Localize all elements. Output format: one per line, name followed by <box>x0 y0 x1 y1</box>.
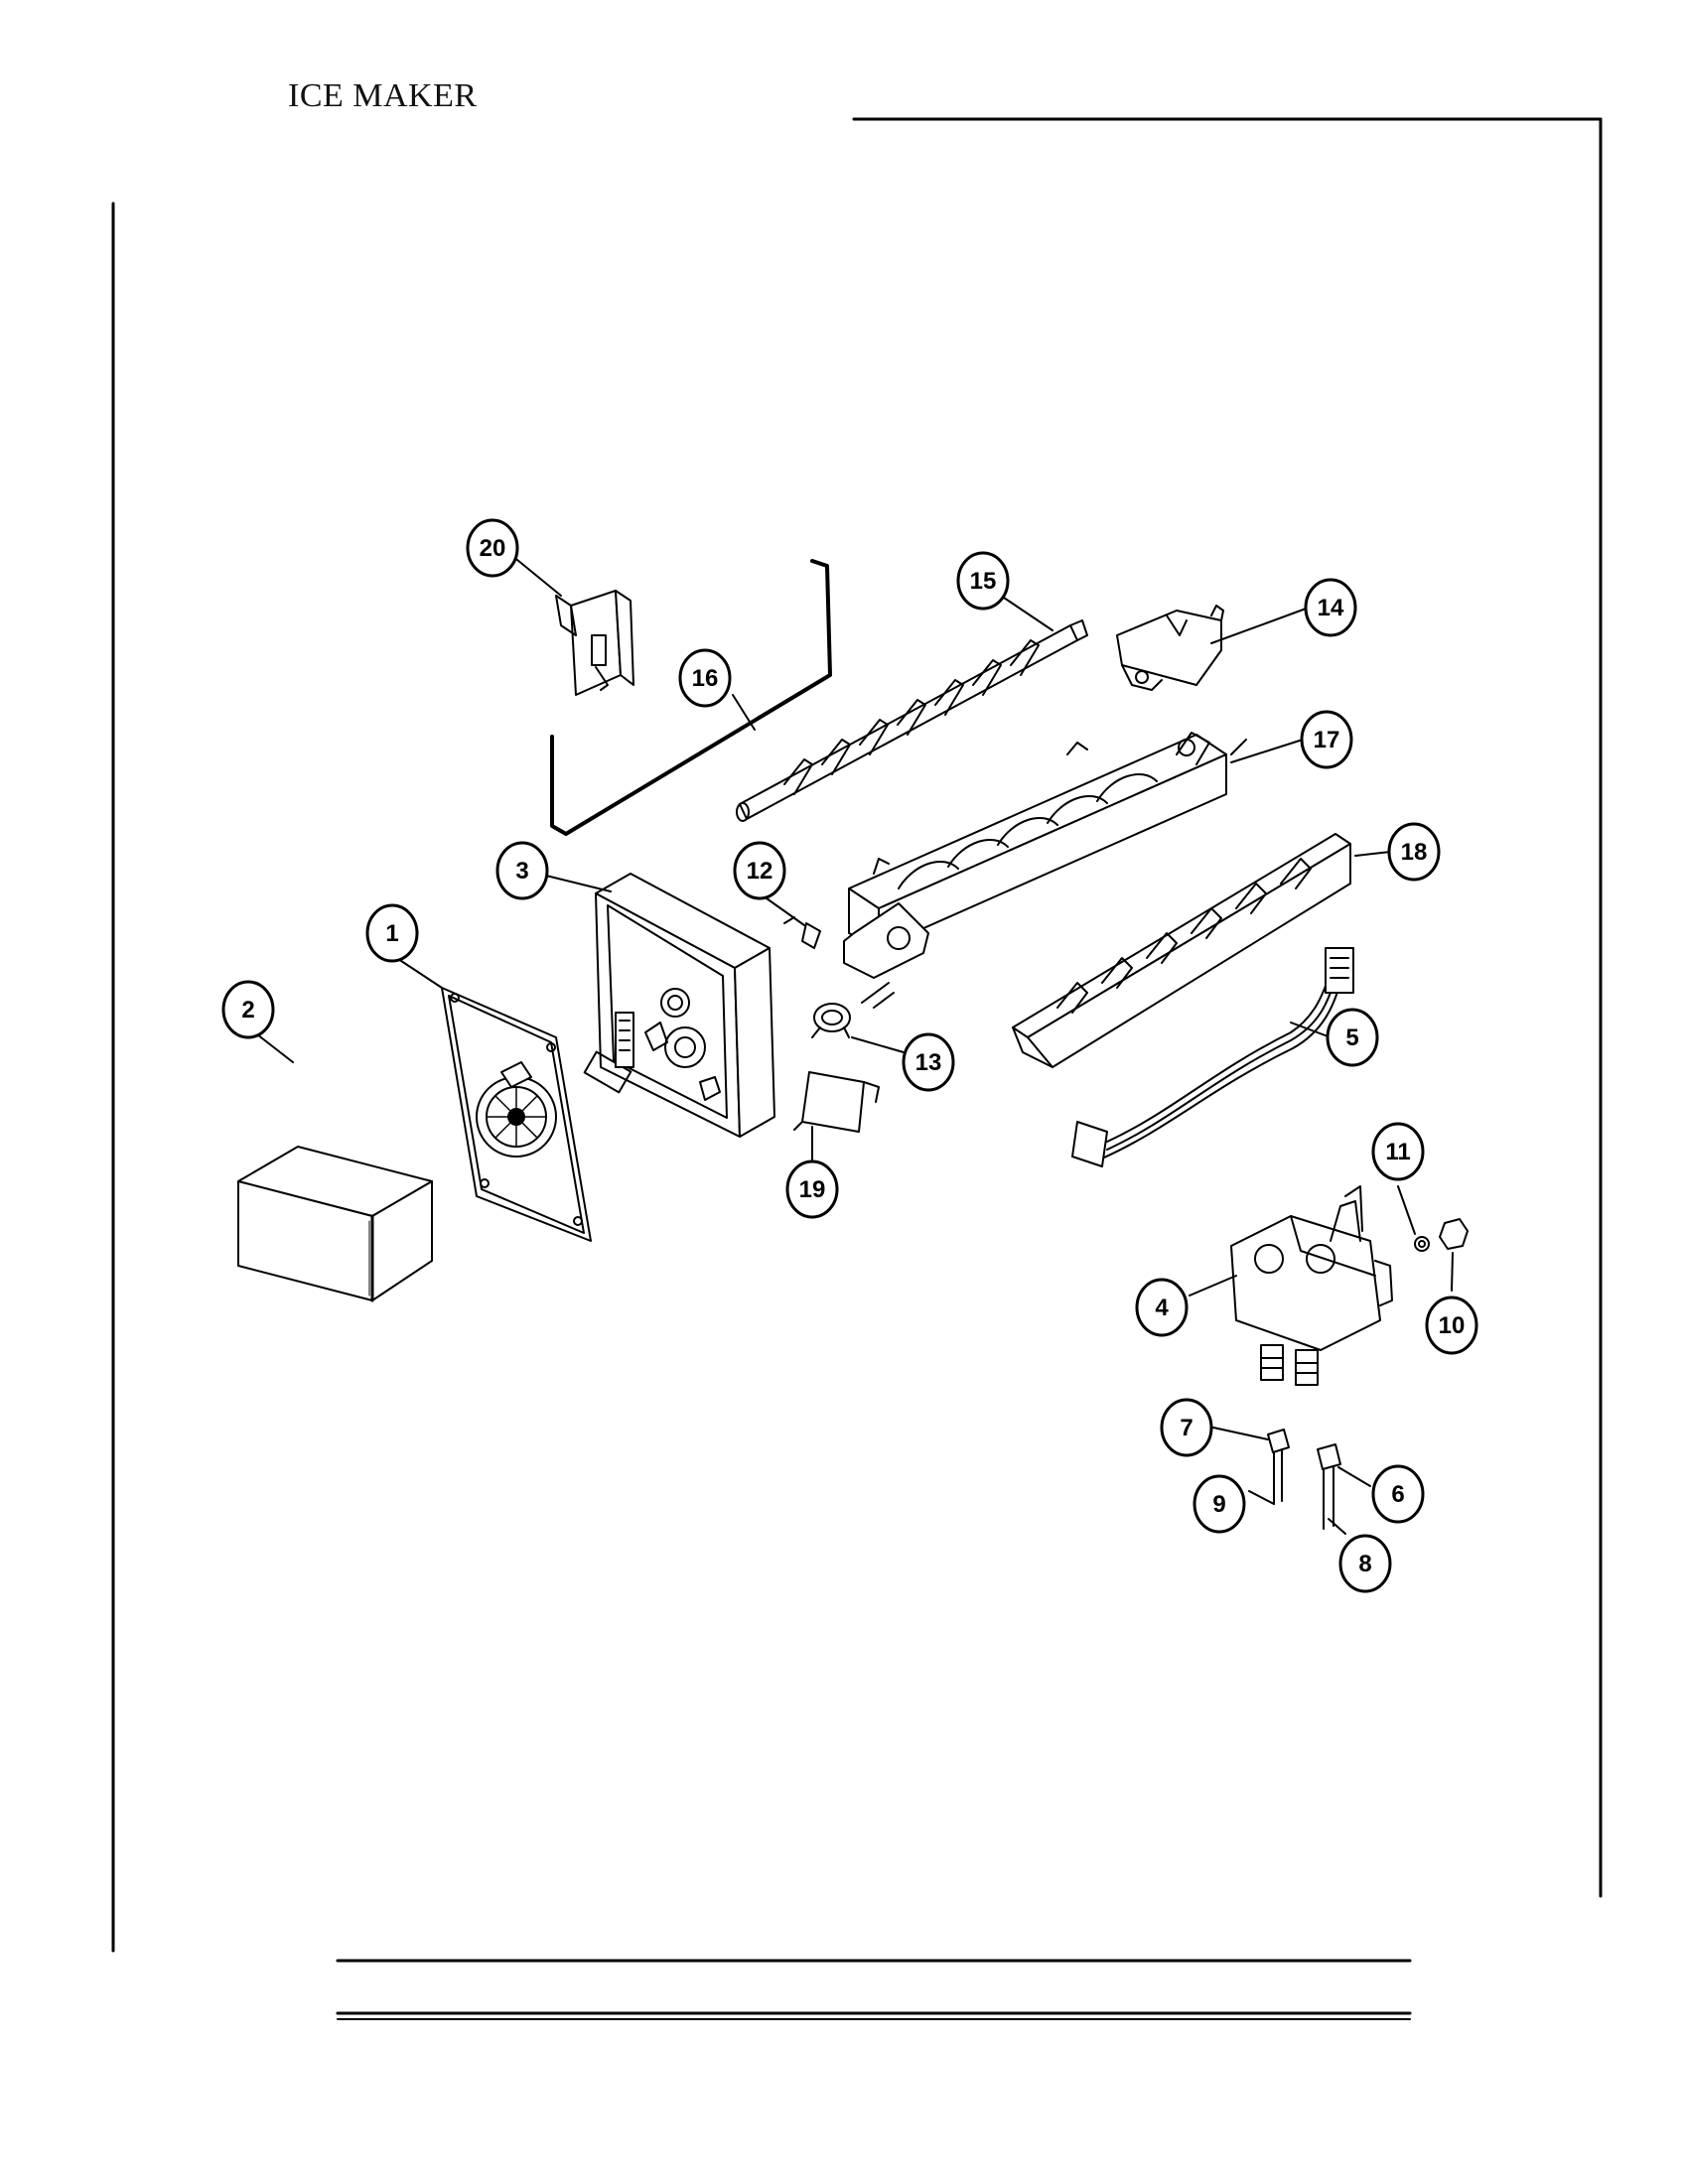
callout-circle <box>495 841 549 900</box>
callout-19: 19 <box>785 1160 839 1219</box>
callout-label: 18 <box>1401 839 1428 866</box>
callout-circle <box>466 518 519 578</box>
page-title: ICE MAKER <box>288 77 478 114</box>
callout-8: 8 <box>1338 1534 1392 1593</box>
callout-20: 20 <box>466 518 519 578</box>
callout-7: 7 <box>1160 1398 1213 1457</box>
callout-label: 11 <box>1385 1139 1410 1165</box>
part-nut-and-washer <box>1414 1218 1469 1252</box>
callout-6: 6 <box>1371 1464 1425 1524</box>
callout-5: 5 <box>1326 1008 1379 1067</box>
callout-14: 14 <box>1304 578 1357 637</box>
callout-13: 13 <box>902 1032 955 1092</box>
part-tube-fittings <box>1267 1429 1341 1530</box>
part-ice-mold <box>843 732 1247 979</box>
callout-circle <box>902 1032 955 1092</box>
callout-2: 2 <box>221 980 275 1039</box>
callout-circle <box>1326 1008 1379 1067</box>
part-small-bracket <box>793 1071 880 1133</box>
callout-circle <box>1338 1534 1392 1593</box>
callout-label: 12 <box>747 858 773 885</box>
callout-label: 19 <box>799 1176 826 1203</box>
callout-circle <box>678 648 732 708</box>
callout-label: 20 <box>480 535 506 562</box>
callout-label: 5 <box>1345 1024 1358 1051</box>
callout-11: 11 <box>1371 1122 1425 1181</box>
part-water-valve <box>1230 1185 1393 1386</box>
callout-label: 6 <box>1391 1481 1404 1508</box>
part-mounting-plate <box>441 987 592 1242</box>
callout-label: 15 <box>970 568 997 595</box>
callout-circle <box>1387 822 1441 882</box>
callout-circle <box>785 1160 839 1219</box>
callout-12: 12 <box>733 841 786 900</box>
callout-circle <box>733 841 786 900</box>
callout-15: 15 <box>956 551 1010 611</box>
part-thermostat <box>811 982 895 1038</box>
callout-label: 17 <box>1314 727 1340 753</box>
callout-label: 14 <box>1318 595 1344 621</box>
callout-label: 3 <box>515 858 528 885</box>
callout-9: 9 <box>1193 1474 1246 1534</box>
callout-circle <box>1135 1278 1189 1337</box>
part-retainer-clip <box>783 916 821 949</box>
part-wire-harness <box>1071 947 1354 1167</box>
callout-label: 8 <box>1358 1551 1371 1577</box>
callout-circle <box>365 903 419 963</box>
callout-label: 2 <box>241 997 254 1024</box>
part-ejector-cover <box>1116 605 1224 691</box>
callout-label: 9 <box>1212 1491 1225 1518</box>
callout-10: 10 <box>1425 1296 1478 1355</box>
page-frame <box>111 117 1603 2020</box>
callout-circle <box>1304 578 1357 637</box>
callout-label: 16 <box>692 665 719 692</box>
callout-label: 7 <box>1180 1415 1193 1441</box>
callout-1: 1 <box>365 903 419 963</box>
callout-3: 3 <box>495 841 549 900</box>
callout-16: 16 <box>678 648 732 708</box>
callout-label: 10 <box>1439 1312 1466 1339</box>
callout-circle <box>956 551 1010 611</box>
callout-17: 17 <box>1300 710 1353 769</box>
callout-18: 18 <box>1387 822 1441 882</box>
callout-circle <box>1425 1296 1478 1355</box>
part-ejector-blade <box>736 619 1088 822</box>
callout-circle <box>1193 1474 1246 1534</box>
callout-circle <box>1300 710 1353 769</box>
part-control-housing <box>583 873 775 1138</box>
callout-label: 4 <box>1155 1295 1169 1321</box>
callout-4: 4 <box>1135 1278 1189 1337</box>
part-feeler-arm <box>550 559 832 836</box>
part-shutoff-arm-bracket <box>555 590 634 696</box>
callout-circle <box>1371 1464 1425 1524</box>
callout-circle <box>221 980 275 1039</box>
callout-circle <box>1371 1122 1425 1181</box>
part-stripper <box>1012 833 1351 1068</box>
callout-label: 13 <box>915 1049 942 1076</box>
callout-circle <box>1160 1398 1213 1457</box>
part-cover-box <box>237 1146 433 1302</box>
callout-label: 1 <box>385 920 398 947</box>
